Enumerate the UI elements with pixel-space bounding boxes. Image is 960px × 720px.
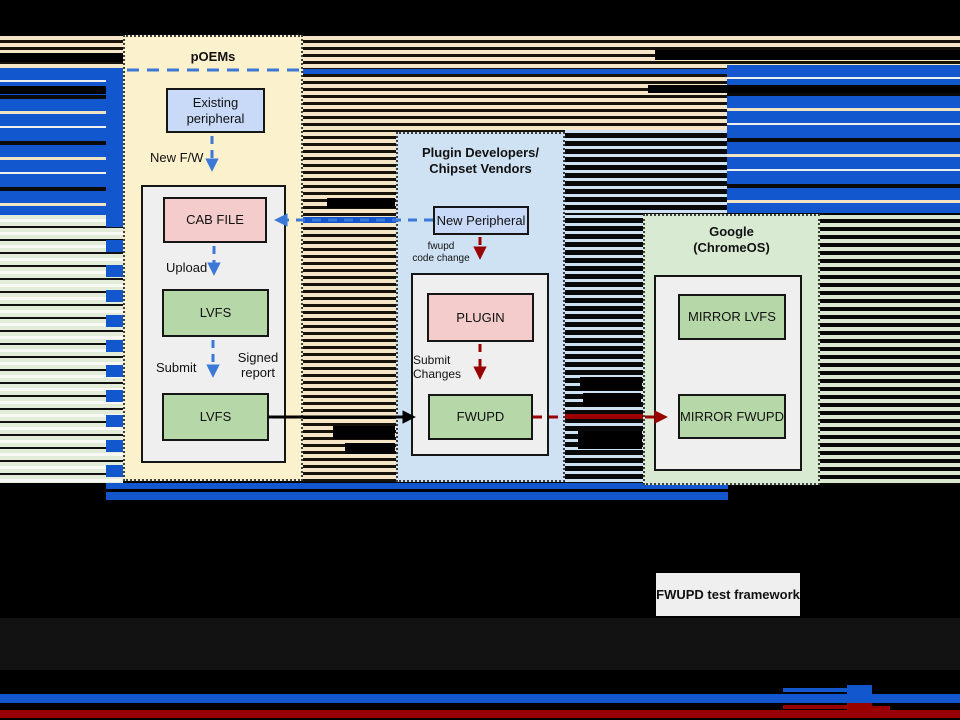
glitch-line-blue-top [303, 69, 960, 74]
glitch-column-solid [106, 68, 123, 216]
label-submit-changes: Submit Changes [413, 353, 471, 381]
glitch-line-blue-bottom2 [106, 492, 728, 500]
zone-poems-title: pOEMs [190, 49, 236, 64]
node-new-peripheral: New Peripheral [433, 206, 529, 235]
label-submit: Submit [156, 360, 197, 375]
zone-plugin-title-line2: Chipset Vendors [429, 161, 532, 176]
label-upload: Upload [166, 260, 208, 275]
redaction-bar [580, 377, 642, 390]
node-mirror-fwupd: MIRROR FWUPD [678, 394, 786, 439]
zone-google-title-line2: (ChromeOS) [693, 240, 770, 255]
node-fwupd: FWUPD [428, 394, 533, 440]
node-existing-peripheral: Existing peripheral [166, 88, 265, 133]
label-fwupd-code-change-line1: fwupd [427, 241, 455, 252]
node-cab-file: CAB FILE [163, 197, 267, 243]
redaction-bar [333, 426, 395, 439]
glitch-footer-blue-thin [783, 688, 847, 692]
glitch-band-tan-mid [303, 70, 727, 132]
label-fwupd-code-change-line2: code change [412, 253, 470, 264]
glitch-band-green-right [820, 215, 960, 485]
zone-google-title-line1: Google [709, 224, 754, 239]
label-submit-changes-line2: Changes [413, 367, 462, 381]
label-fwupd-code-change: fwupd code change [405, 241, 477, 265]
redaction-bar [327, 198, 395, 208]
redaction-bar [0, 53, 123, 62]
glitch-column-segmented [106, 215, 123, 483]
label-new-fw: New F/W [150, 150, 204, 165]
redaction-bar [0, 86, 106, 94]
glitch-footer-blue-band [0, 694, 960, 703]
glitch-line-blue-bottom1 [106, 483, 728, 489]
node-fwupd-test-framework: FWUPD test framework [656, 573, 800, 616]
glitch-footer-red-square [847, 703, 872, 718]
redaction-bar [583, 393, 641, 407]
glitch-footer-blue-square [847, 685, 872, 703]
node-mirror-lvfs: MIRROR LVFS [678, 294, 786, 340]
footer-dark-band [0, 618, 960, 670]
redaction-bar [345, 443, 395, 454]
redaction-bar [648, 85, 960, 93]
redaction-bar [578, 431, 642, 449]
redaction-bar [655, 50, 960, 60]
node-lvfs-bottom: LVFS [162, 393, 269, 441]
glitch-footer-red-thin [783, 705, 847, 709]
glitch-footer-red-step [871, 706, 890, 712]
node-plugin: PLUGIN [427, 293, 534, 342]
glitch-band-tan-column [303, 132, 396, 482]
glitch-band-bluedark-upper [565, 130, 727, 215]
glitch-footer-red-band [0, 710, 960, 718]
glitch-bar-blue-right [727, 203, 960, 213]
glitch-band-green-left [0, 215, 123, 483]
label-submit-changes-line1: Submit [413, 353, 451, 367]
label-signed-report: Signed report [237, 350, 279, 380]
node-lvfs-top: LVFS [162, 289, 269, 337]
zone-plugin-title-line1: Plugin Developers/ [421, 145, 540, 160]
